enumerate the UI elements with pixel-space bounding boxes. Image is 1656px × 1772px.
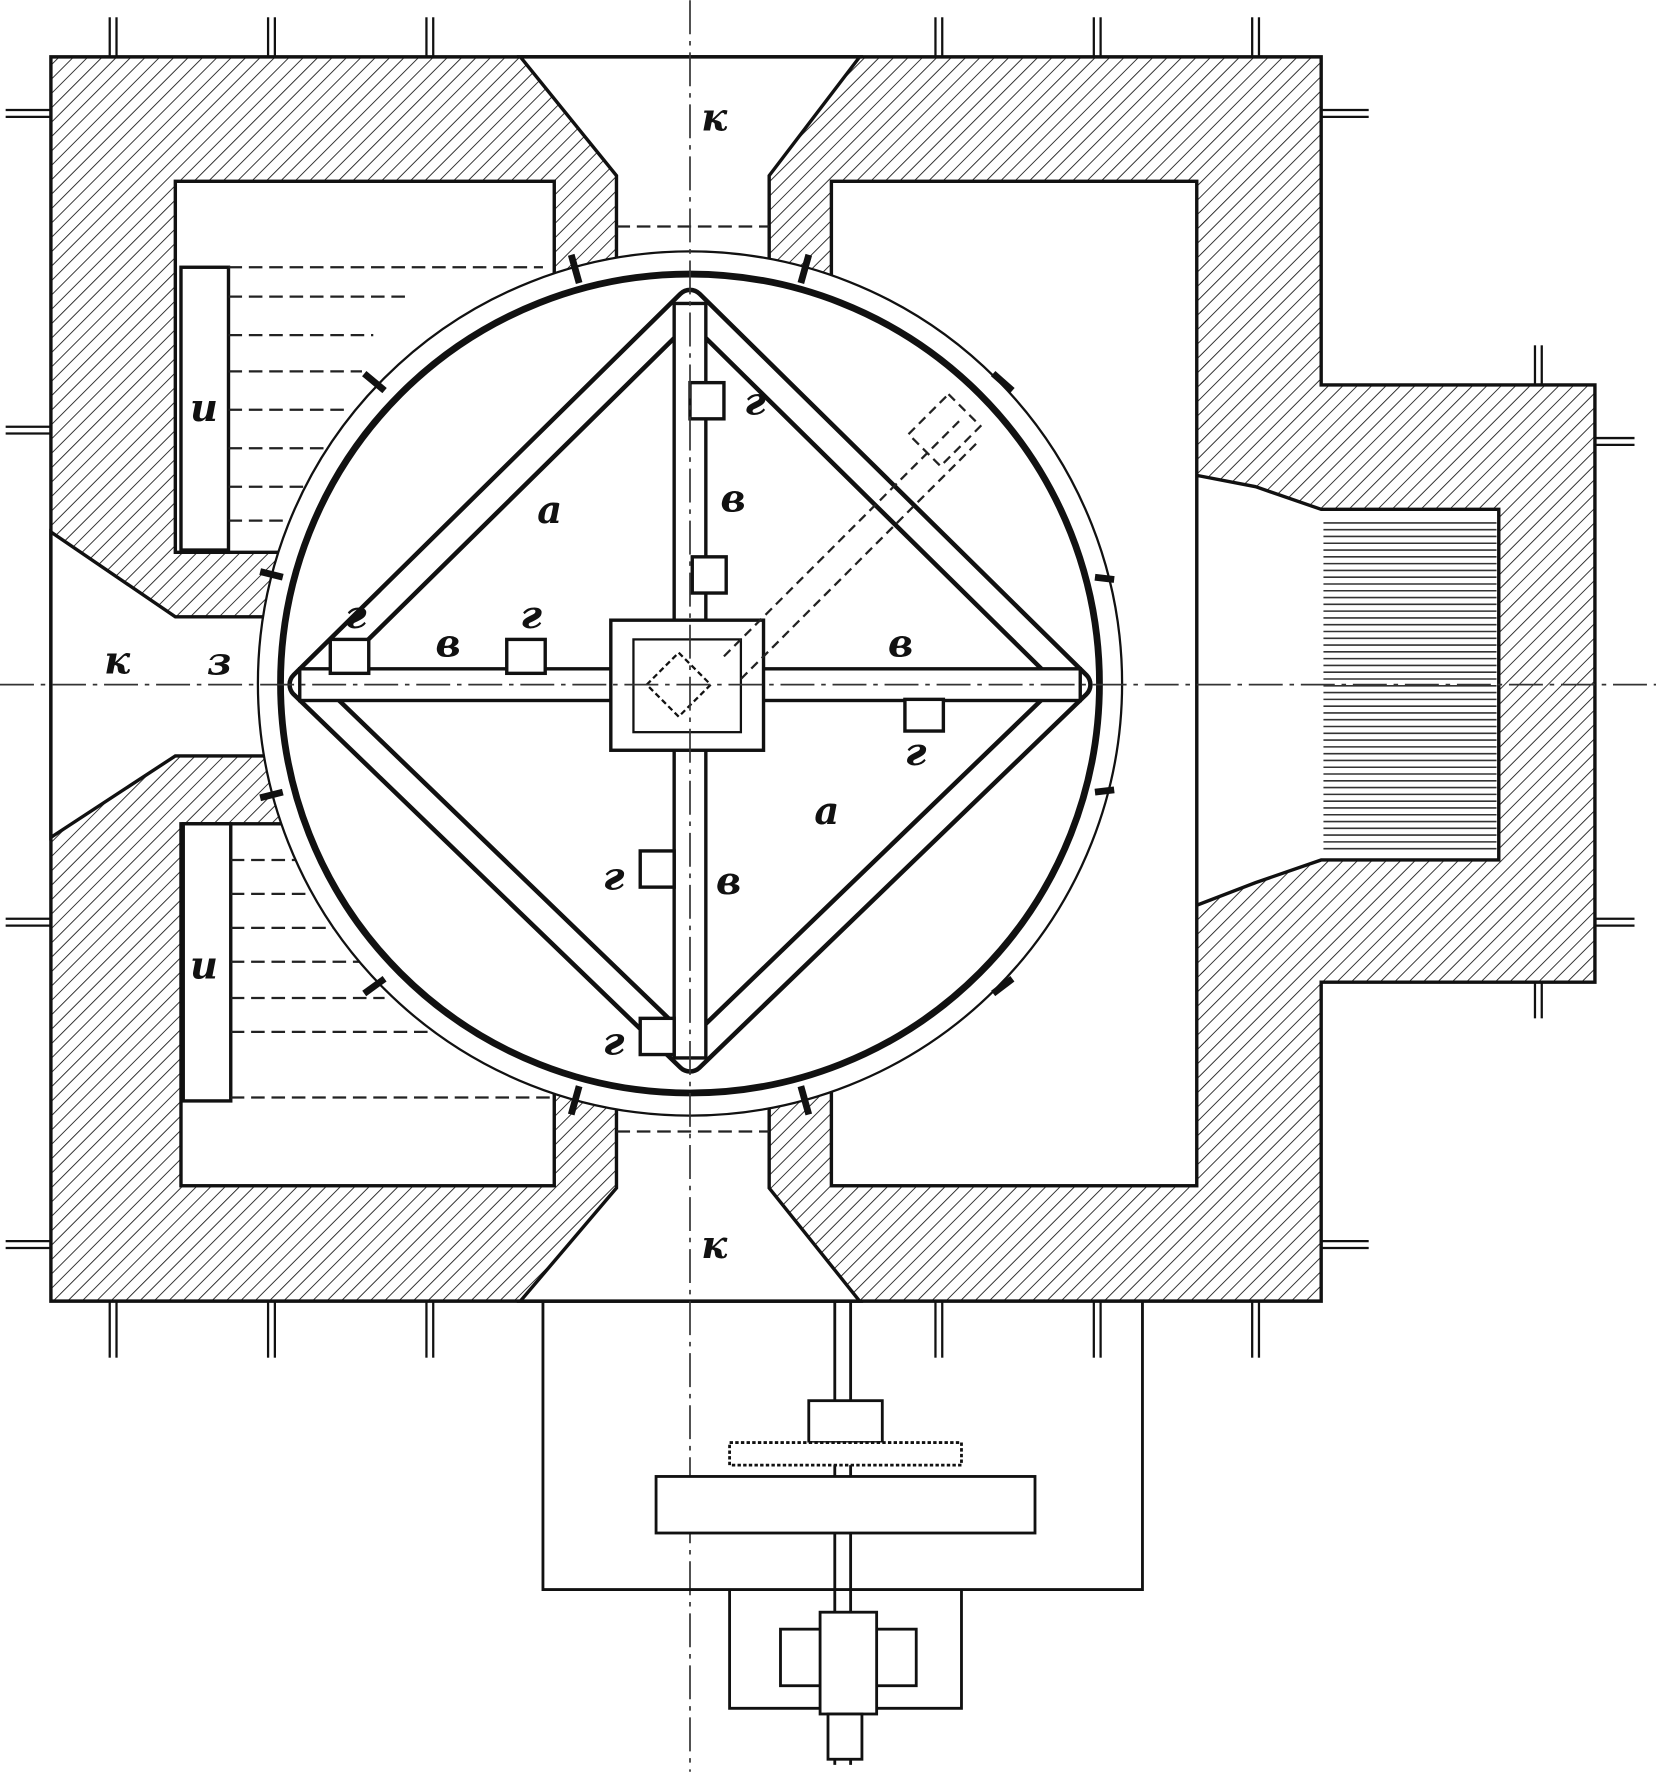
tie-bolts: (function(){ var g=document.currentScrip…	[5, 17, 1635, 1358]
label-v-right: в	[888, 621, 913, 666]
heat-exchanger-grid: (function(){ var g=document.currentScrip…	[1323, 522, 1497, 850]
label-g-left1: г	[345, 593, 367, 638]
label-k-left: к	[104, 638, 131, 683]
label-g-lower: г	[603, 854, 625, 899]
label-g-right: г	[905, 730, 927, 775]
gear-wheel	[728, 1441, 963, 1467]
label-k-bottom: к	[701, 1223, 728, 1268]
bearing-box	[807, 1399, 884, 1444]
right-cone	[1195, 473, 1501, 908]
label-v-upper: в	[721, 477, 746, 522]
drive-assembly	[541, 1301, 1144, 1765]
label-i-lower: и	[190, 944, 218, 989]
label-k-top: к	[701, 95, 728, 140]
label-v-lower: в	[716, 859, 741, 904]
block-i-lower	[181, 822, 233, 1103]
ring-brackets	[259, 253, 1115, 1116]
labels: к к к и и а а в в в в г г г г г г з	[104, 95, 927, 1268]
label-i-upper: и	[190, 386, 218, 431]
label-a-upper: а	[537, 488, 562, 533]
label-g-bottom: г	[603, 1020, 625, 1065]
label-v-left: в	[435, 621, 460, 666]
pulley	[654, 1475, 1037, 1535]
label-z-left: з	[207, 639, 232, 684]
label-g-top: г	[744, 379, 766, 424]
clamps	[328, 380, 946, 1057]
label-a-lower: а	[814, 789, 839, 834]
channels	[49, 55, 1501, 1303]
label-g-left2: г	[520, 593, 542, 638]
